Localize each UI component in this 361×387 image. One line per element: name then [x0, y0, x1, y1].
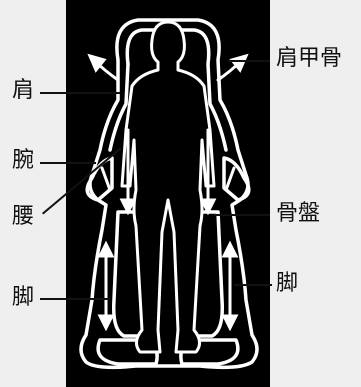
label-shoulder: 肩: [12, 78, 35, 103]
chair-inner-left: [108, 62, 130, 152]
leader-scapula: [228, 60, 270, 62]
leader-pelvis: [214, 214, 270, 216]
leader-shoulder: [40, 92, 120, 94]
label-leg-right: 脚: [276, 271, 299, 296]
chair-inner: [125, 28, 228, 152]
label-scapula: 肩甲骨: [276, 46, 343, 71]
leader-leg-left: [40, 298, 110, 300]
human-silhouette: [120, 20, 216, 354]
leader-arm: [40, 162, 96, 164]
chair-outline: [79, 18, 259, 370]
label-arm: 腕: [12, 148, 35, 173]
armrest-right: [222, 156, 251, 202]
label-waist: 腰: [12, 204, 35, 229]
label-leg-left: 脚: [12, 285, 35, 310]
label-pelvis: 骨盤: [276, 201, 321, 226]
leader-leg-right: [234, 284, 272, 286]
